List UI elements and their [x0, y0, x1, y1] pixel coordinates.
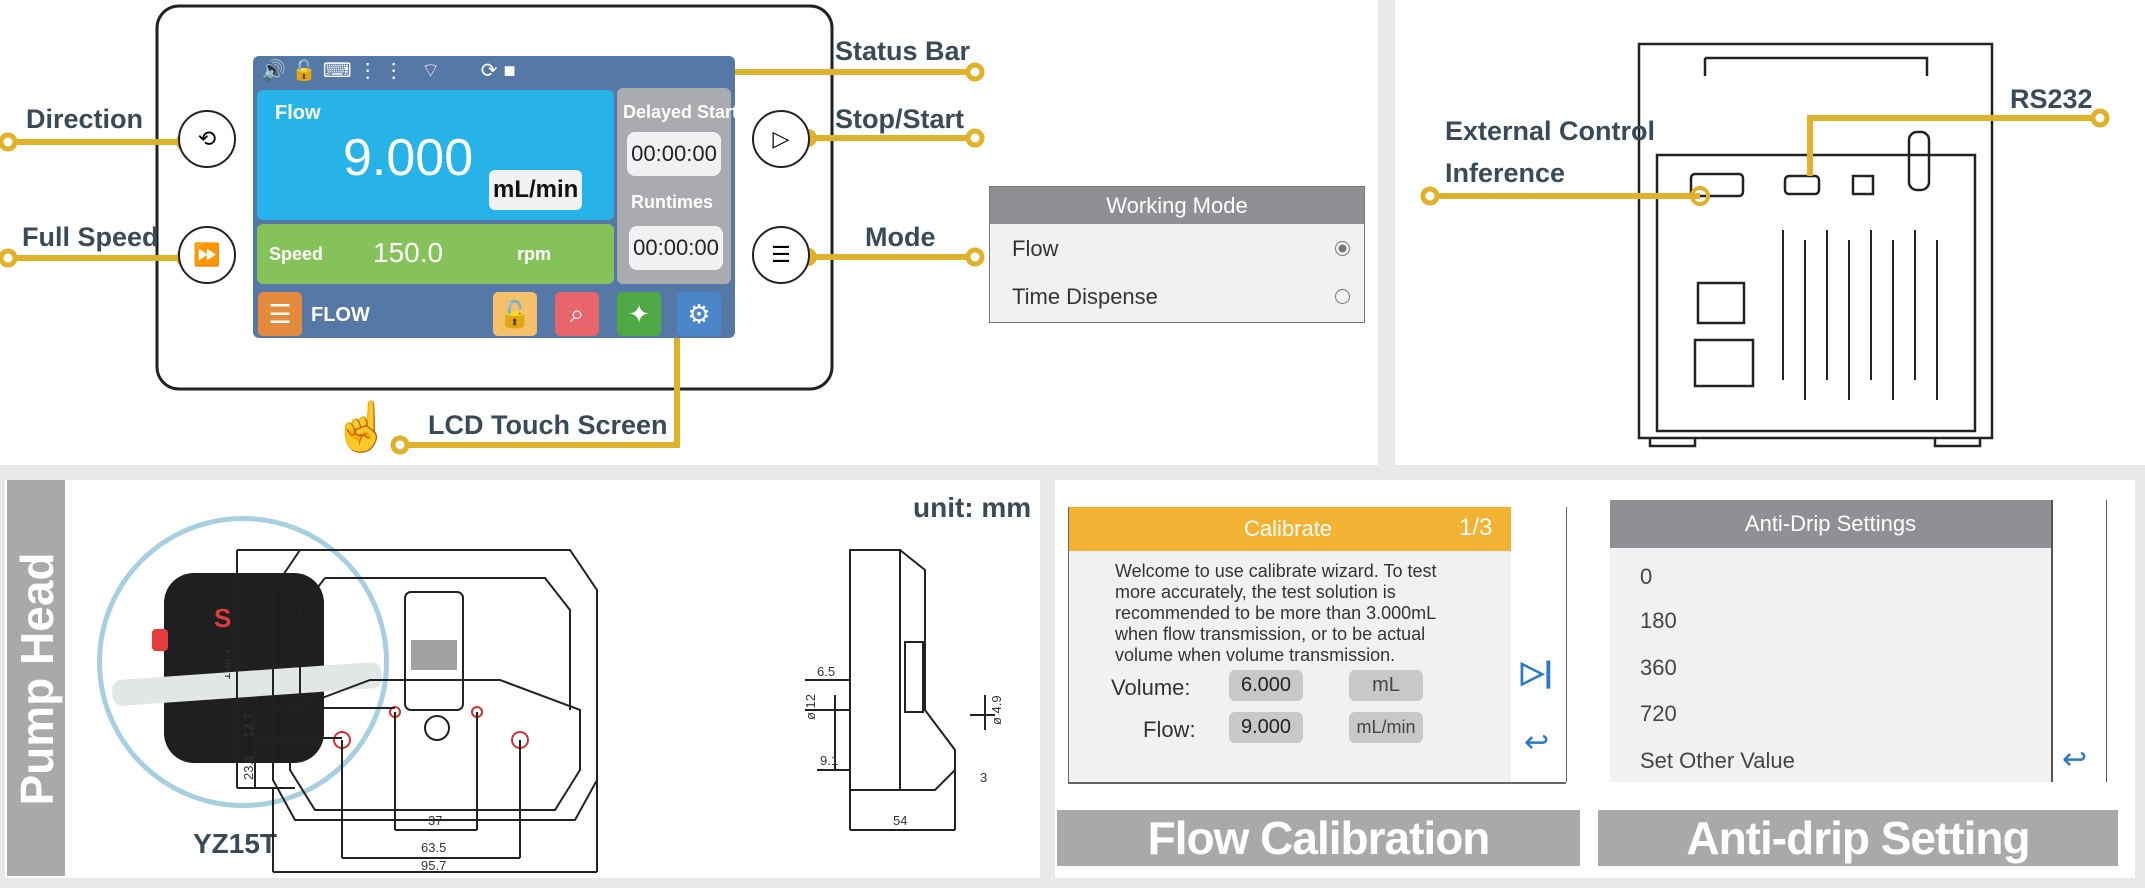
dim-phi-4-9: ø 4.9: [989, 695, 1004, 725]
runtimes-value[interactable]: 00:00:00: [629, 226, 723, 270]
dim-6-5: 6.5: [817, 664, 835, 679]
dim-phi-12: ø 12: [803, 694, 818, 720]
calibrate-page: 1/3: [1459, 514, 1493, 541]
volume-label: Volume:: [1111, 675, 1191, 700]
mode-option-label: Flow: [1012, 236, 1059, 261]
callout-direction: Direction: [26, 104, 144, 134]
dim-3: 3: [980, 770, 987, 785]
radio-unselected[interactable]: [1335, 289, 1350, 304]
mode-name: FLOW: [311, 304, 370, 326]
timer-card: Delayed Start 00:00:00 Runtimes 00:00:00: [617, 88, 738, 284]
delayed-start-label: Delayed Start: [623, 102, 739, 122]
flow-value[interactable]: 9.000: [1229, 712, 1303, 743]
mode-option-label: Time Dispense: [1012, 284, 1158, 309]
anti-drip-option[interactable]: Set Other Value: [1640, 748, 1795, 773]
callout-lcd: LCD Touch Screen: [428, 410, 668, 440]
callout-external-control: External Control: [1445, 116, 1656, 146]
callout-mode: Mode: [865, 222, 936, 252]
settings-section: Calibrate 1/3 Welcome to use calibrate w…: [1055, 480, 2135, 878]
callout-rs232: RS232: [2010, 84, 2093, 114]
full-speed-button[interactable]: ⏩: [178, 226, 236, 284]
working-mode-title: Working Mode: [990, 187, 1364, 224]
dim-9-1: 9.1: [820, 753, 838, 768]
calibrate-text: Welcome to use calibrate wizard. To test…: [1115, 561, 1437, 665]
callout-inference: Inference: [1445, 158, 1566, 188]
dim-37: 37: [428, 813, 442, 828]
back-icon[interactable]: ↩: [1524, 726, 1550, 759]
speed-label: Speed: [269, 244, 324, 264]
front-panel-section: Status Bar Direction Stop/Start Full Spe…: [0, 0, 1378, 465]
flow-calibration-banner: Flow Calibration: [1057, 810, 1580, 866]
dim-23-1: 23.1: [241, 755, 256, 780]
callout-status-bar: Status Bar: [835, 36, 971, 66]
speed-value: 150.0: [373, 237, 444, 268]
pump-head-side-bar: Pump Head: [7, 480, 65, 876]
unit-label: unit: mm: [913, 492, 1032, 523]
dim-12-7: 12.7: [241, 713, 256, 738]
dim-54: 54: [893, 813, 907, 828]
radio-selected[interactable]: [1335, 241, 1350, 256]
dim-108-7: 108.7: [225, 647, 233, 680]
mode-list-icon[interactable]: ☰: [258, 292, 302, 336]
calibrate-title: Calibrate: [1244, 516, 1333, 541]
wizard-wand-icon[interactable]: ✦: [617, 292, 661, 336]
flow-value: 9.000: [343, 129, 474, 187]
back-panel-section: RS232 External Control Inference: [1395, 0, 2145, 465]
lcd-screen: 🔊🔓⌨⋮⋮ ⌔ ⟳■ Flow 9.000 mL/min Speed 150.0…: [253, 56, 738, 338]
pump-head-photo: S: [97, 516, 389, 808]
runtimes-label: Runtimes: [631, 192, 714, 212]
anti-drip-option[interactable]: 360: [1640, 655, 1677, 680]
dim-95-7: 95.7: [421, 858, 446, 873]
anti-drip-dialog: Anti-Drip Settings 0 180 360 720 Set Oth…: [1610, 500, 2107, 782]
touch-hand-icon: ☝: [332, 401, 392, 454]
pump-head-section: Pump Head S YZ15T unit: mm 108.7 12.7: [5, 480, 1040, 878]
callout-stop-start: Stop/Start: [835, 104, 965, 134]
mode-option-time-dispense[interactable]: Time Dispense: [990, 274, 1364, 324]
status-bar-icons: 🔊🔓⌨⋮⋮ ⌔ ⟳■: [261, 60, 522, 82]
dim-63-5: 63.5: [421, 840, 446, 855]
mode-button[interactable]: ☰: [752, 226, 810, 284]
calibrate-header: Calibrate 1/3: [1069, 507, 1511, 551]
unlock-icon[interactable]: 🔓: [493, 292, 537, 336]
pump-model: YZ15T: [193, 828, 278, 859]
speed-unit: rpm: [517, 244, 552, 264]
gear-icon[interactable]: ⚙: [677, 292, 721, 336]
search-icon[interactable]: ⌕: [555, 292, 599, 336]
volume-value[interactable]: 6.000: [1229, 670, 1303, 701]
direction-button[interactable]: ⟲: [178, 110, 236, 168]
flow-unit: mL/min: [489, 170, 583, 210]
delayed-start-value[interactable]: 00:00:00: [627, 132, 721, 176]
speed-card[interactable]: Speed 150.0 rpm: [257, 224, 614, 284]
next-step-icon[interactable]: ▷|: [1521, 656, 1553, 689]
anti-drip-option[interactable]: 0: [1640, 564, 1653, 589]
dimension-drawing: 108.7 12.7 23.1 37 63.5 95.7 6.5 ø 12 9.…: [225, 549, 1004, 873]
anti-drip-option[interactable]: 180: [1640, 608, 1677, 633]
flow-card[interactable]: Flow 9.000 mL/min: [257, 90, 614, 220]
flow-label: Flow: [275, 102, 321, 124]
pump-head-title: Pump Head: [11, 552, 63, 806]
volume-unit[interactable]: mL: [1349, 670, 1423, 701]
mode-option-flow[interactable]: Flow: [990, 224, 1364, 274]
working-mode-dialog: Working Mode Flow Time Dispense: [989, 186, 1365, 323]
back-device-drawing: [1420, 42, 2110, 448]
anti-drip-option[interactable]: 720: [1640, 701, 1677, 726]
callout-full-speed: Full Speed: [22, 222, 159, 252]
anti-drip-banner: Anti-drip Setting: [1598, 810, 2118, 866]
flow-label: Flow:: [1143, 717, 1196, 742]
back-icon[interactable]: ↩: [2062, 743, 2088, 776]
stop-start-button[interactable]: ▷: [752, 110, 810, 168]
anti-drip-header: Anti-Drip Settings: [1610, 500, 2051, 548]
calibrate-dialog: Calibrate 1/3 Welcome to use calibrate w…: [1068, 507, 1567, 784]
flow-unit[interactable]: mL/min: [1349, 712, 1423, 743]
